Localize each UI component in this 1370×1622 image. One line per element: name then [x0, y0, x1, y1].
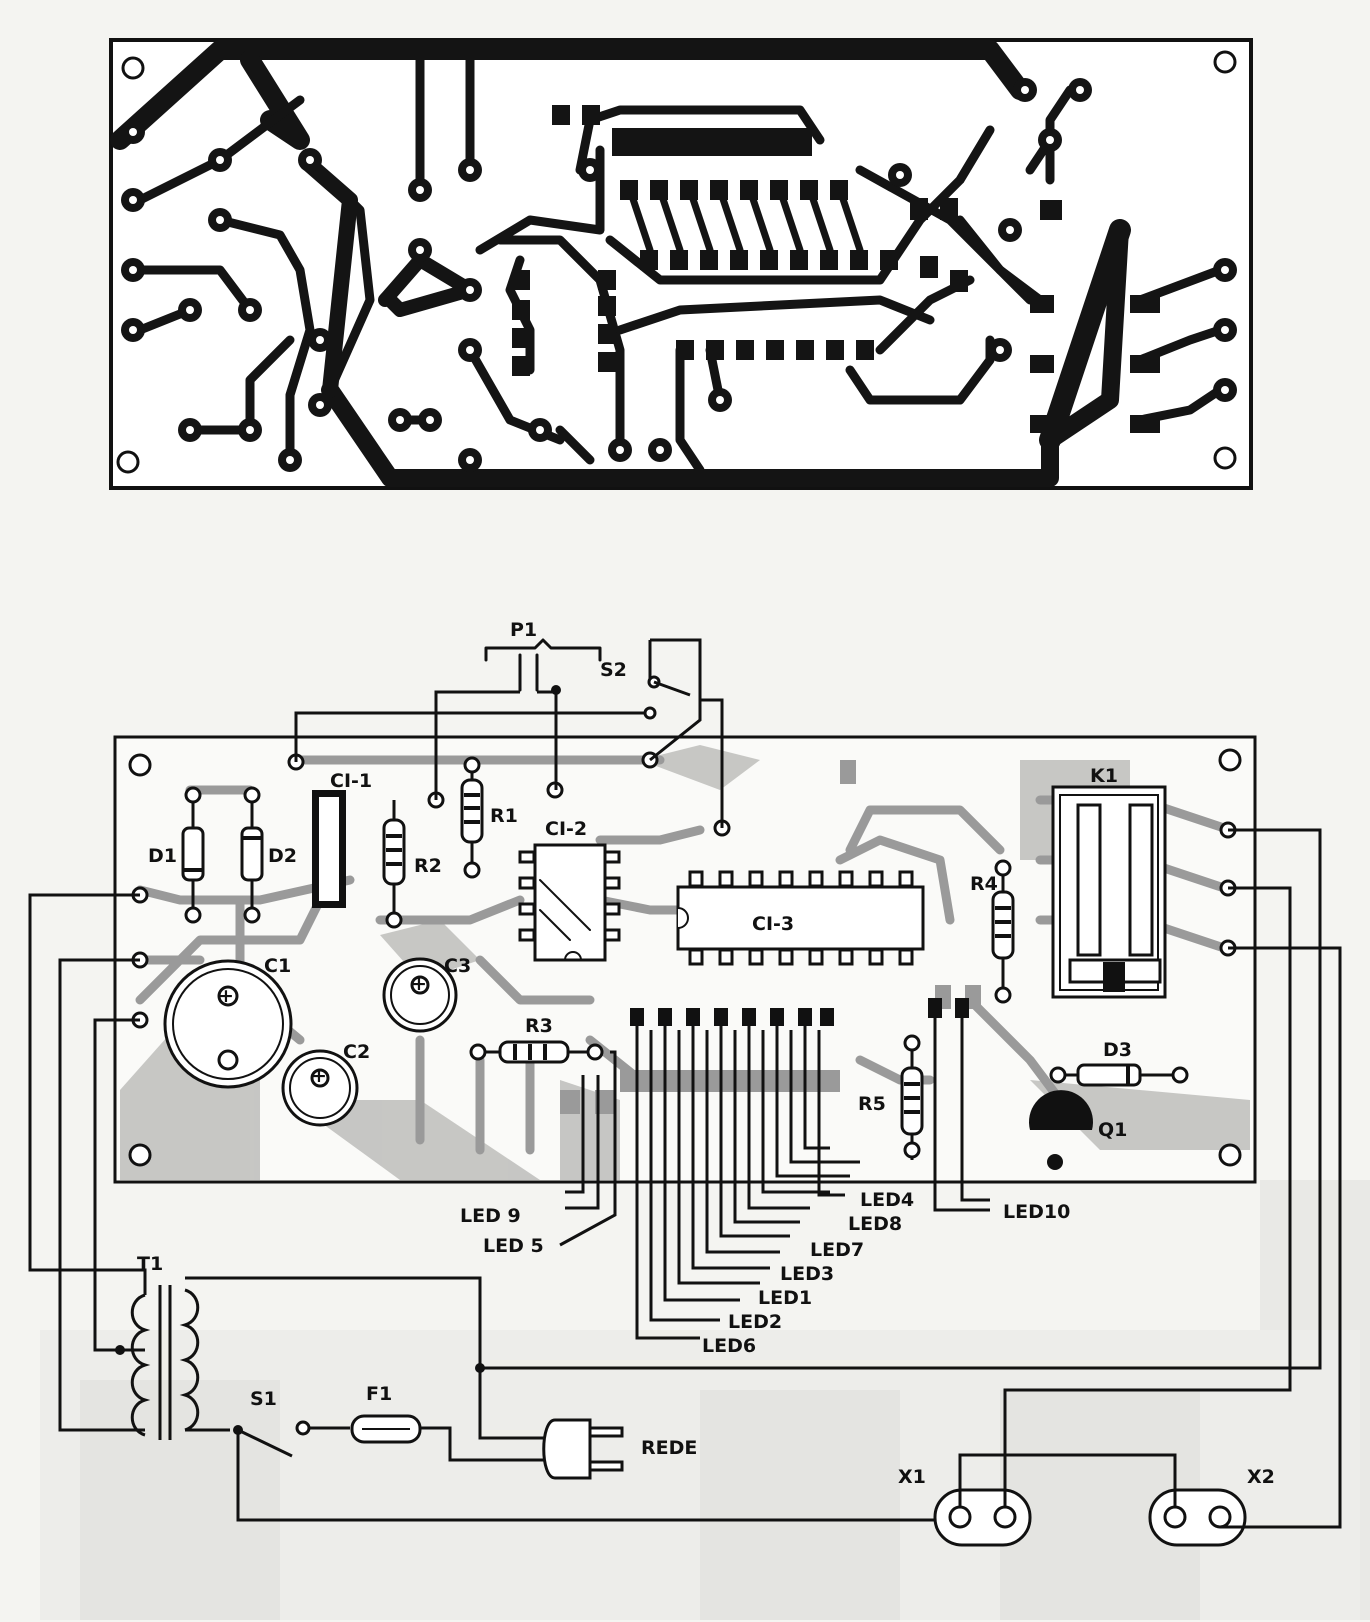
label-d1: D1: [148, 845, 177, 867]
label-ci2: CI-2: [545, 818, 587, 840]
label-p1: P1: [510, 619, 537, 641]
resistor-r1: [460, 756, 484, 879]
label-led4: LED4: [860, 1189, 914, 1211]
labels: CI-1 CI-2 CI-3 P1 S2 S1 R1 R2 R3 R4 R5 D…: [137, 619, 1275, 1488]
label-ci3: CI-3: [752, 913, 794, 935]
label-r2: R2: [414, 855, 442, 877]
resistor-r5: [900, 1034, 924, 1160]
transformer-t1: [130, 1285, 200, 1440]
capacitor-c1: +: [163, 959, 293, 1089]
label-x2: X2: [1247, 1466, 1275, 1488]
label-t1: T1: [137, 1253, 163, 1275]
label-c1: C1: [264, 955, 291, 977]
label-r3: R3: [525, 1015, 553, 1037]
label-x1: X1: [898, 1466, 926, 1488]
outlet-x1: [933, 1488, 1032, 1547]
capacitor-c3: +: [382, 957, 458, 1033]
label-ci1: CI-1: [330, 770, 372, 792]
mains-plug: [542, 1418, 624, 1480]
label-s1: S1: [250, 1388, 277, 1410]
component-board: + + +: [113, 735, 1257, 1184]
transistor-q1: [1029, 1090, 1093, 1170]
resistor-r3: [469, 1040, 604, 1064]
label-d3: D3: [1103, 1039, 1132, 1061]
svg-text:+: +: [411, 973, 427, 995]
label-r4: R4: [970, 873, 998, 895]
label-k1: K1: [1090, 765, 1118, 787]
label-q1: Q1: [1098, 1119, 1127, 1141]
label-s2: S2: [600, 659, 627, 681]
label-led10: LED10: [1003, 1201, 1070, 1223]
label-led9: LED 9: [460, 1205, 521, 1227]
diode-d3: [1049, 1063, 1189, 1087]
label-led8: LED8: [848, 1213, 902, 1235]
label-r1: R1: [490, 805, 518, 827]
capacitor-c2: +: [281, 1049, 359, 1127]
label-led7: LED7: [810, 1239, 864, 1261]
resistor-r2: [382, 800, 406, 929]
resistor-r4: [991, 859, 1015, 1004]
diode-d2: [240, 786, 264, 924]
diode-d1: [181, 786, 205, 924]
relay-k1: [1051, 785, 1167, 999]
label-c3: C3: [444, 955, 471, 977]
svg-text:+: +: [218, 985, 234, 1007]
pcb-copper-layout: [109, 38, 1253, 490]
label-f1: F1: [366, 1383, 392, 1405]
outlet-x2: [1148, 1488, 1247, 1547]
svg-text:+: +: [311, 1065, 327, 1087]
label-r5: R5: [858, 1093, 886, 1115]
label-led2: LED2: [728, 1311, 782, 1333]
wiring: [28, 638, 1342, 1547]
label-led1: LED1: [758, 1287, 812, 1309]
label-led3: LED3: [780, 1263, 834, 1285]
label-rede: REDE: [641, 1437, 697, 1459]
label-led5: LED 5: [483, 1235, 544, 1257]
label-c2: C2: [343, 1041, 370, 1063]
label-led6: LED6: [702, 1335, 756, 1357]
fuse-f1: [350, 1414, 422, 1444]
label-d2: D2: [268, 845, 297, 867]
background-ghost: [40, 1180, 1370, 1620]
